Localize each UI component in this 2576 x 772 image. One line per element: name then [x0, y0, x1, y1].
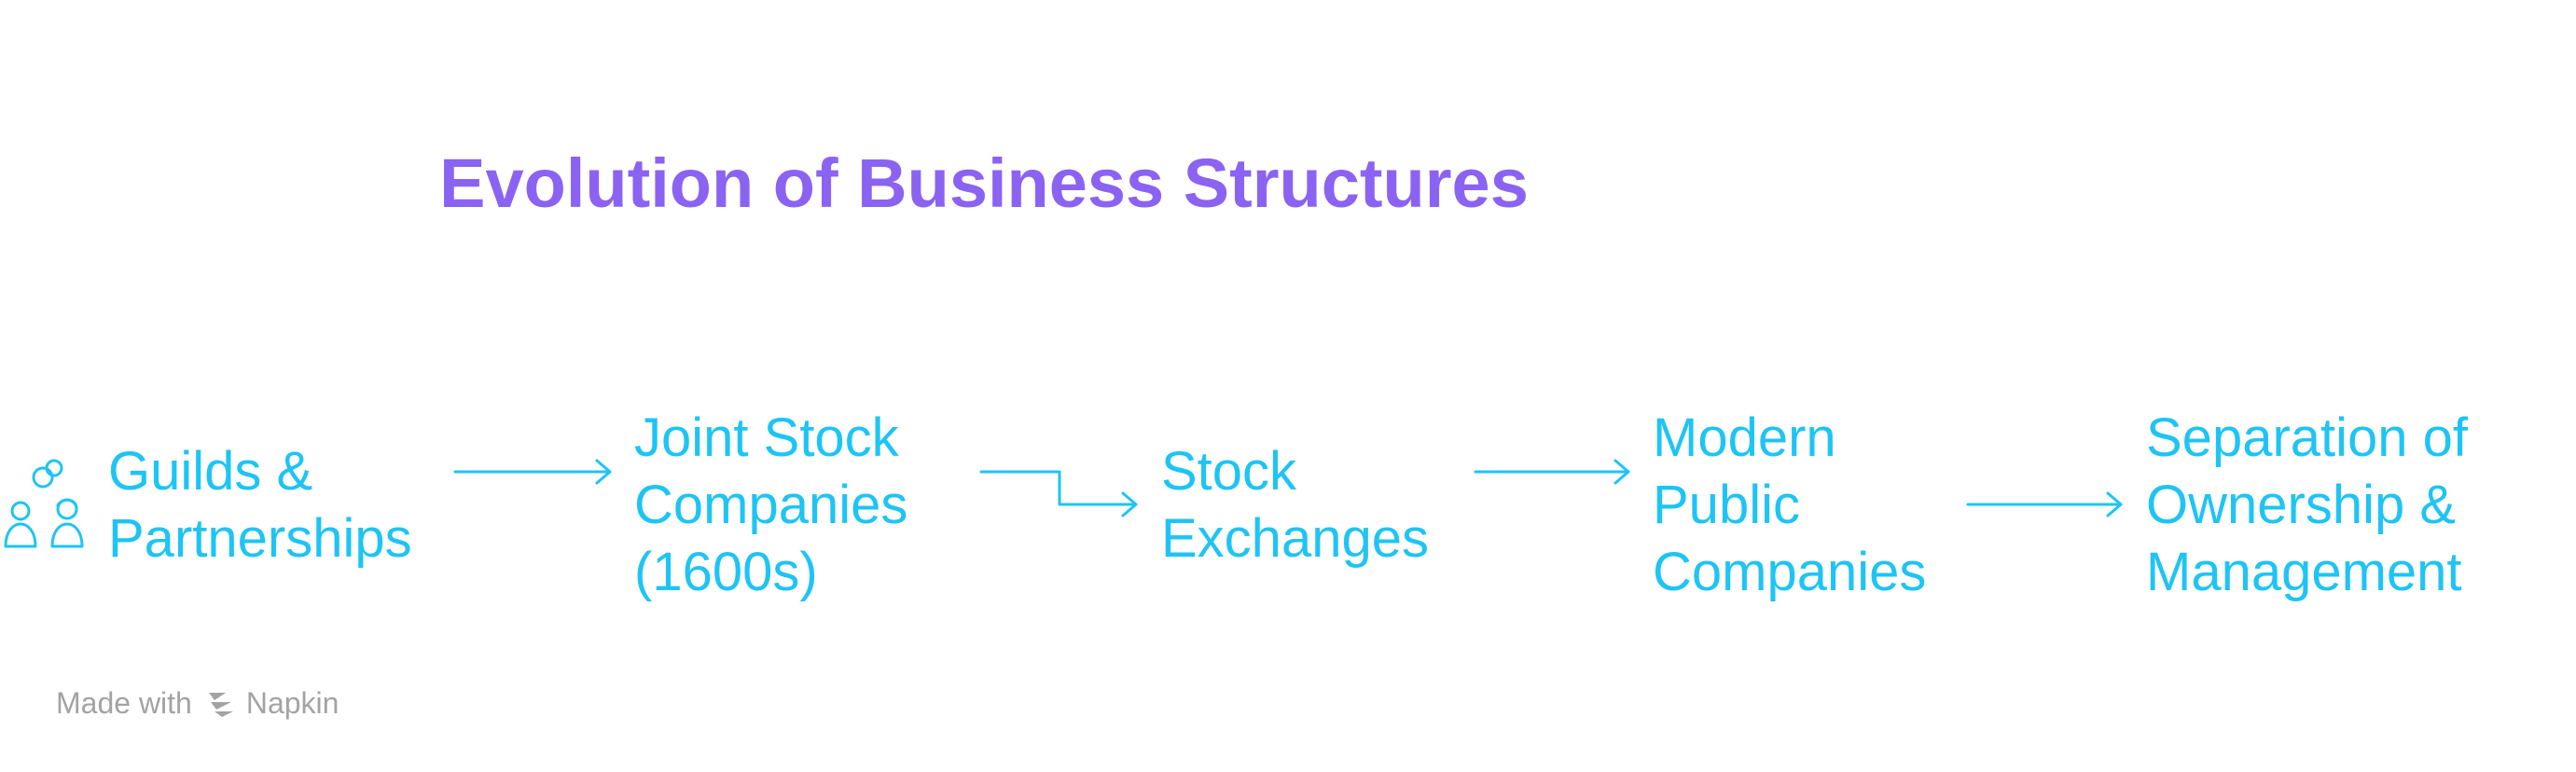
- napkin-brand-label: Napkin: [245, 685, 339, 720]
- arrow-right-icon: [1474, 459, 1630, 485]
- stage-label-line: Companies: [634, 475, 908, 535]
- partnership-people-icon: [4, 459, 84, 548]
- stage-label-line: Separation of: [2146, 407, 2469, 468]
- stage-label-line: Stock: [1161, 441, 1297, 502]
- napkin-attribution: Made with Napkin: [56, 682, 339, 724]
- stage-label-line: Public: [1653, 475, 1800, 535]
- arrow-step-down-right-icon: [979, 470, 1138, 517]
- stage-label-line: Management: [2146, 542, 2462, 602]
- napkin-logo-icon: [208, 693, 233, 717]
- stage-label-line: Ownership &: [2146, 475, 2457, 535]
- stage-label-line: Companies: [1653, 542, 1927, 602]
- arrow-right-icon: [453, 459, 612, 485]
- stage-label-line: Modern: [1653, 407, 1836, 468]
- arrow-right-icon: [1966, 491, 2123, 517]
- stage-guilds-partnerships: Guilds & Partnerships: [108, 438, 412, 572]
- stage-label-line: (1600s): [634, 542, 818, 602]
- diagram-title: Evolution of Business Structures: [439, 145, 1529, 222]
- stage-label-line: Partnerships: [108, 508, 412, 569]
- stage-joint-stock-companies: Joint Stock Companies (1600s): [634, 405, 907, 606]
- stage-label-line: Guilds &: [108, 441, 313, 502]
- stage-stock-exchanges: Stock Exchanges: [1161, 438, 1429, 572]
- made-with-label: Made with: [56, 685, 192, 720]
- stage-label-line: Exchanges: [1161, 508, 1429, 569]
- stage-modern-public-companies: Modern Public Companies: [1653, 405, 1926, 606]
- stage-label-line: Joint Stock: [634, 407, 899, 468]
- stage-separation-ownership-management: Separation of Ownership & Management: [2146, 405, 2468, 606]
